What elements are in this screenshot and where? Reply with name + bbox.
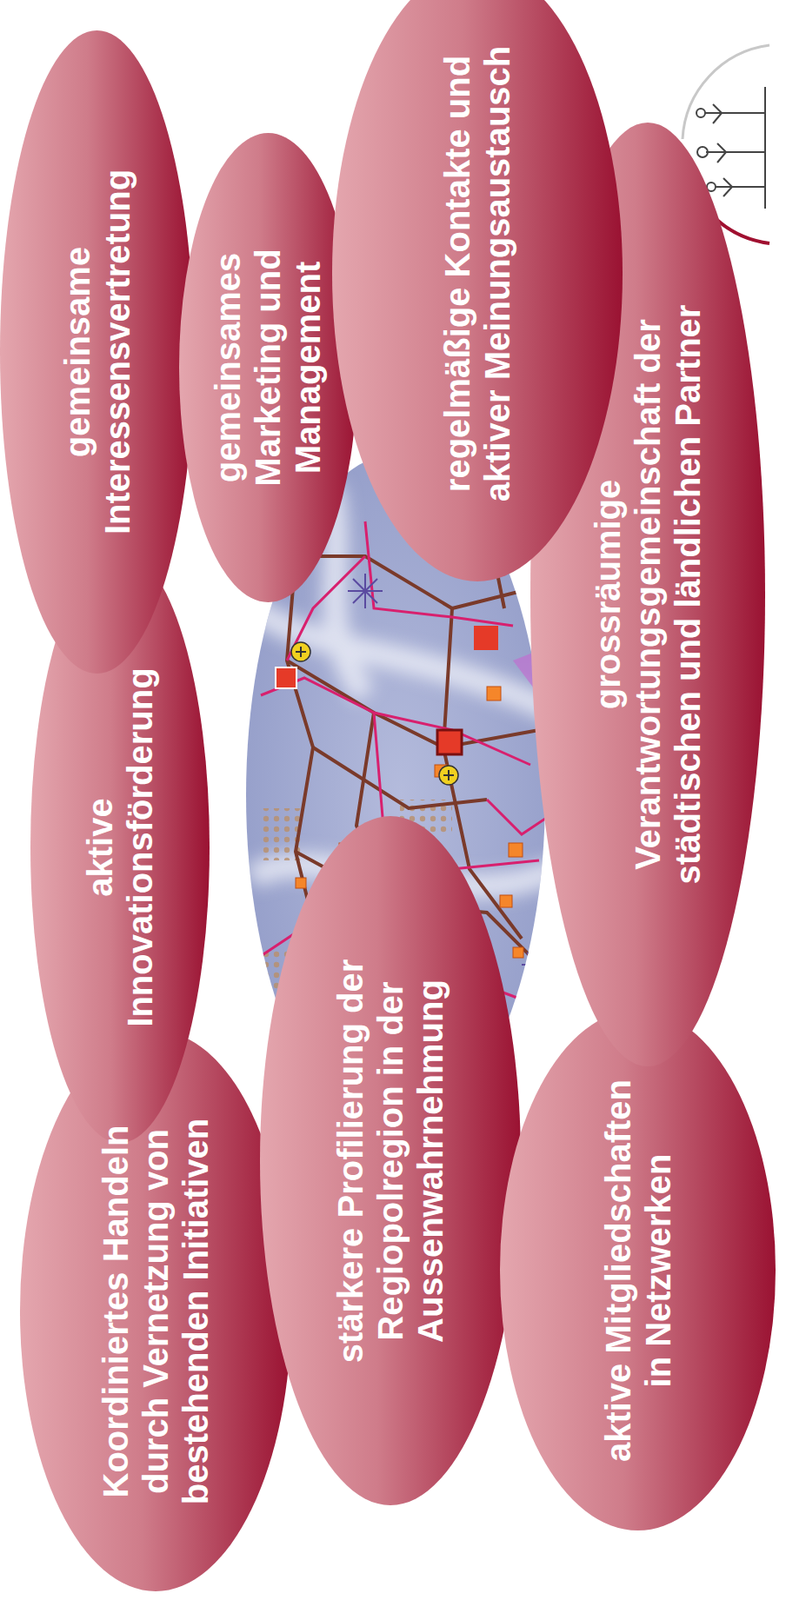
ellipse-outline bbox=[179, 133, 358, 603]
ellipse-outline bbox=[332, 0, 623, 582]
goal-text: stärkere Profilierung der Regiopolregion… bbox=[330, 900, 451, 1423]
goal-ellipse: regelmäßige Kontakte und aktiver Meinung… bbox=[332, 0, 623, 582]
goal-ellipse: gemeinsames Marketing und Management bbox=[179, 133, 358, 603]
goal-ellipse: stärkere Profilierung der Regiopolregion… bbox=[259, 816, 521, 1506]
goal-text: aktive Mitgliedschaften in Netzwerken bbox=[598, 1075, 679, 1467]
goal-text: aktive Innovationsförderung bbox=[79, 639, 160, 1057]
goal-text: regelmäßige Kontakte und aktiver Meinung… bbox=[437, 32, 518, 515]
ellipse-outline bbox=[0, 30, 194, 674]
goal-text: Koordiniertes Handeln durch Vernetzung v… bbox=[95, 1077, 216, 1547]
goal-text: gemeinsame Interessensvertretung bbox=[57, 134, 138, 570]
goal-ellipse: gemeinsame Interessensvertretung bbox=[0, 30, 194, 674]
ellipse-outline bbox=[499, 1010, 776, 1532]
goal-ellipse: aktive Mitgliedschaften in Netzwerken bbox=[499, 1010, 776, 1532]
ellipse-shape bbox=[499, 1010, 776, 1532]
goal-ellipse: Koordiniertes Handeln durch Vernetzung v… bbox=[19, 1031, 292, 1592]
goal-text: grossräumige Verantwortungsgemeinschaft … bbox=[587, 246, 708, 943]
ellipse-outline bbox=[259, 816, 521, 1506]
ellipse-shape bbox=[332, 0, 623, 582]
ellipse-shape bbox=[0, 30, 194, 674]
goal-text: gemeinsames Marketing und Management bbox=[207, 224, 328, 512]
